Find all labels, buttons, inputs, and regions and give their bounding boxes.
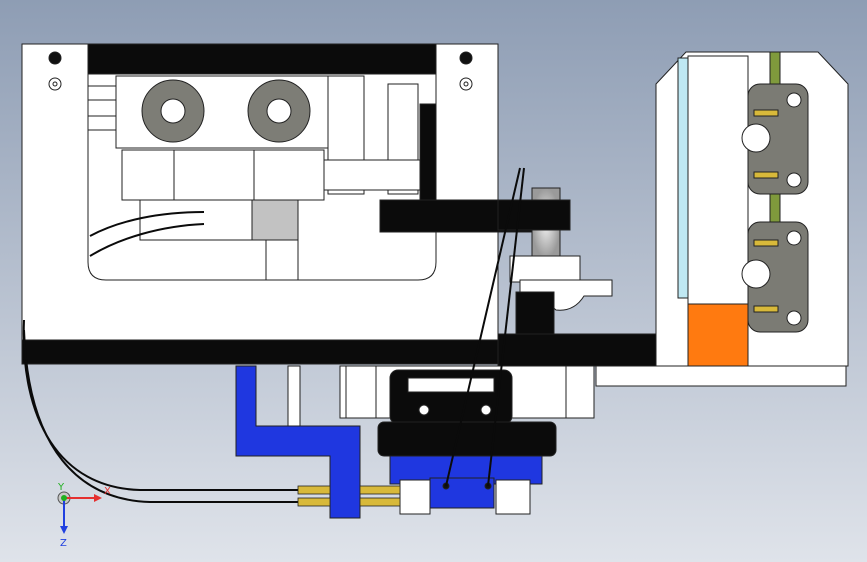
clamp-hole	[786, 92, 802, 108]
cable-inner-1	[89, 211, 205, 237]
cable-lower	[23, 329, 298, 503]
y-axis-dot	[61, 495, 67, 501]
stand-left	[287, 365, 301, 427]
cable-upper	[22, 319, 298, 491]
cable-connectors	[297, 485, 401, 507]
orange-block	[687, 303, 749, 367]
z-axis-label: Z	[60, 538, 67, 549]
blue-bracket	[235, 365, 361, 519]
base-rail	[497, 333, 659, 367]
slide-body	[377, 421, 557, 457]
cable-inner-2	[89, 223, 205, 257]
grey-block	[251, 199, 299, 241]
brass-pin	[753, 305, 779, 313]
bolt-icon	[48, 51, 62, 65]
cable-diagonal-1	[445, 167, 521, 487]
inner-plate	[687, 55, 749, 305]
l-bracket	[235, 365, 361, 519]
frame-bottom-bar	[21, 339, 499, 365]
brass-pin	[753, 239, 779, 247]
clamp-roller	[741, 123, 771, 153]
pulley-hub	[509, 255, 581, 283]
clamp-hole	[786, 172, 802, 188]
brass-pin	[753, 109, 779, 117]
black-bracket-top	[419, 103, 437, 201]
lower-block	[139, 199, 253, 241]
clamp-hole	[786, 310, 802, 326]
foot-right	[495, 479, 531, 515]
sensor-foot	[429, 477, 495, 509]
x-axis-label: X	[104, 486, 111, 497]
coordinate-triad: X Y Z	[57, 482, 111, 549]
connector-thread	[359, 485, 401, 495]
clamp-hole	[786, 230, 802, 246]
fiber-cables	[22, 167, 525, 503]
pin-left	[87, 85, 119, 101]
screw-icon	[480, 404, 492, 416]
internal-mechanism	[87, 75, 541, 281]
carriage-right	[253, 149, 325, 201]
brass-pin	[753, 171, 779, 179]
base-plate	[595, 365, 847, 387]
cross-rod	[317, 159, 429, 191]
connector-thread	[359, 497, 401, 507]
guide-rail-right	[565, 365, 595, 419]
right-assembly	[497, 51, 849, 387]
clamp-roller	[741, 259, 771, 289]
bolt-icon	[459, 51, 473, 65]
frame-top-bar	[87, 43, 437, 75]
carriage-mid	[173, 149, 255, 201]
cable-diagonal-2	[487, 167, 525, 487]
connector-ferrule	[297, 485, 331, 495]
pin-left-2	[87, 115, 119, 131]
connector-ferrule	[297, 497, 331, 507]
support-leg	[265, 239, 299, 281]
carriage-left	[121, 149, 175, 201]
foot-left	[399, 479, 431, 515]
guide-rail-left	[345, 365, 377, 419]
guide-window	[407, 377, 495, 393]
screw-icon	[418, 404, 430, 416]
y-axis-label: Y	[57, 482, 65, 493]
glass-panel	[677, 57, 689, 299]
